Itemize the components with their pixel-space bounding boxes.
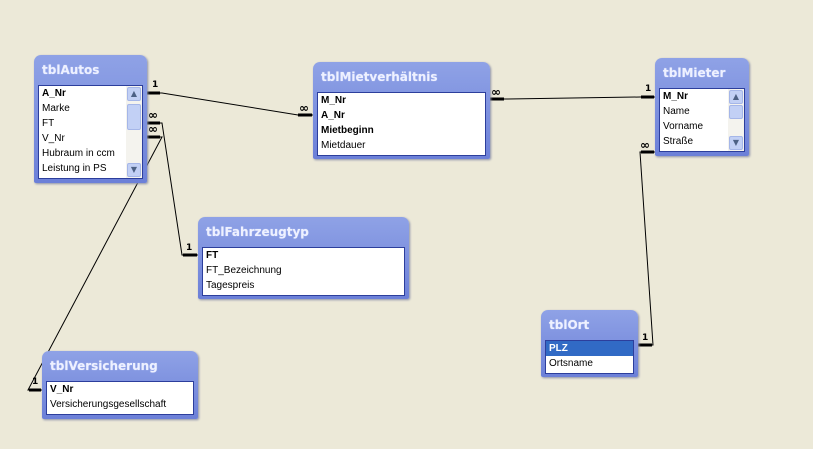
field-item[interactable]: Ortsname: [549, 358, 593, 369]
scroll-down-icon[interactable]: ▼: [729, 136, 743, 150]
relation-autos-fahrzeugtyp: [146, 122, 198, 256]
relation-ort-mieter: [637, 151, 655, 346]
field-item[interactable]: Mietdauer: [321, 140, 366, 151]
scrollbar[interactable]: ▲ ▼: [126, 86, 142, 178]
table-tblort[interactable]: tblOrt PLZ Ortsname: [541, 310, 638, 377]
scroll-down-icon[interactable]: ▼: [127, 163, 141, 177]
field-item[interactable]: FT: [42, 118, 55, 129]
field-item[interactable]: Leistung in PS: [42, 163, 107, 174]
cardinality-many: ∞: [491, 85, 501, 99]
table-title: tblOrt: [549, 318, 590, 332]
field-item[interactable]: Tagespreis: [206, 280, 255, 291]
cardinality-many: ∞: [640, 138, 650, 152]
scroll-up-icon[interactable]: ▲: [729, 90, 743, 104]
field-list[interactable]: A_Nr Marke FT V_Nr Hubraum in ccm Leistu…: [38, 85, 143, 179]
field-item[interactable]: V_Nr: [42, 133, 65, 144]
scroll-thumb[interactable]: [729, 105, 743, 119]
cardinality-one: 1: [642, 333, 649, 343]
cardinality-one: 1: [645, 84, 652, 94]
table-title: tblVersicherung: [50, 359, 158, 373]
table-title: tblFahrzeugtyp: [206, 225, 309, 239]
field-item[interactable]: FT_Bezeichnung: [206, 265, 282, 276]
field-list[interactable]: PLZ Ortsname: [545, 340, 634, 374]
table-tblmieter[interactable]: tblMieter M_Nr Name Vorname Straße ▲ ▼: [655, 58, 749, 156]
table-tblautos[interactable]: tblAutos A_Nr Marke FT V_Nr Hubraum in c…: [34, 55, 147, 183]
cardinality-many: ∞: [148, 108, 158, 122]
field-item[interactable]: Straße: [663, 136, 694, 147]
table-tblfahrzeugtyp[interactable]: tblFahrzeugtyp FT FT_Bezeichnung Tagespr…: [198, 217, 409, 299]
field-item[interactable]: Hubraum in ccm: [42, 148, 115, 159]
field-list[interactable]: M_Nr A_Nr Mietbeginn Mietdauer: [317, 92, 486, 156]
relation-mietverhaeltnis-mieter: [489, 96, 655, 100]
scroll-thumb[interactable]: [127, 104, 141, 130]
field-item[interactable]: Vorname: [663, 121, 704, 132]
field-list[interactable]: FT FT_Bezeichnung Tagespreis: [202, 247, 405, 296]
cardinality-one: 1: [186, 243, 193, 253]
field-item[interactable]: FT: [206, 250, 219, 261]
table-title: tblMieter: [663, 66, 726, 80]
scroll-up-icon[interactable]: ▲: [127, 87, 141, 101]
field-item-selected[interactable]: PLZ: [546, 341, 633, 356]
field-list[interactable]: V_Nr Versicherungsgesellschaft: [46, 381, 194, 415]
field-item[interactable]: Versicherungsgesellschaft: [50, 399, 167, 410]
scrollbar[interactable]: ▲ ▼: [728, 89, 744, 151]
cardinality-many: ∞: [299, 101, 309, 115]
cardinality-one: 1: [32, 377, 39, 387]
field-item[interactable]: M_Nr: [663, 91, 689, 102]
field-item[interactable]: M_Nr: [321, 95, 347, 106]
table-title: tblMietverhältnis: [321, 70, 438, 84]
cardinality-one: 1: [152, 80, 159, 90]
table-tblmietverhaeltnis[interactable]: tblMietverhältnis M_Nr A_Nr Mietbeginn M…: [313, 62, 490, 159]
table-tblversicherung[interactable]: tblVersicherung V_Nr Versicherungsgesell…: [42, 351, 198, 419]
field-item[interactable]: Marke: [42, 103, 70, 114]
cardinality-many: ∞: [148, 122, 158, 136]
table-title: tblAutos: [42, 63, 100, 77]
field-item[interactable]: A_Nr: [321, 110, 345, 121]
field-item[interactable]: V_Nr: [50, 384, 74, 395]
field-list[interactable]: M_Nr Name Vorname Straße ▲ ▼: [659, 88, 745, 152]
field-item[interactable]: Mietbeginn: [321, 125, 374, 136]
relation-autos-mietverhaeltnis: [146, 92, 313, 116]
field-item[interactable]: A_Nr: [42, 88, 66, 99]
field-item[interactable]: Name: [663, 106, 690, 117]
